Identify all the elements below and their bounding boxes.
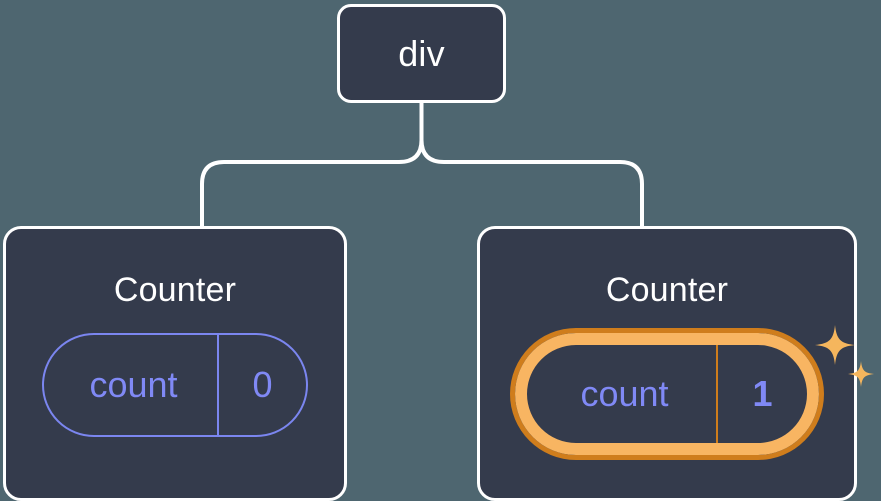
state-value: 0 xyxy=(217,335,306,435)
node-root-label: div xyxy=(398,32,445,74)
state-pill-wrap: count 0 xyxy=(42,333,308,437)
node-title: Counter xyxy=(605,271,729,309)
node-counter-left[interactable]: Counter count 0 xyxy=(3,226,347,501)
connector-to-left-child xyxy=(200,138,424,228)
node-counter-right[interactable]: Counter count 1 xyxy=(477,226,874,501)
state-pill[interactable]: count 0 xyxy=(42,333,308,437)
sparkles-group xyxy=(815,325,874,387)
state-pill-wrap: count 1 xyxy=(515,325,874,455)
state-key: count xyxy=(580,373,669,414)
sparkle-large-icon xyxy=(815,325,855,365)
sparkle-small-icon xyxy=(848,361,874,387)
connector-to-right-child xyxy=(419,138,644,228)
state-key: count xyxy=(89,364,178,405)
state-pill-highlighted[interactable]: count 1 xyxy=(515,333,819,455)
node-root-div[interactable]: div xyxy=(337,4,506,103)
state-value: 1 xyxy=(716,345,807,443)
node-title: Counter xyxy=(113,271,237,309)
